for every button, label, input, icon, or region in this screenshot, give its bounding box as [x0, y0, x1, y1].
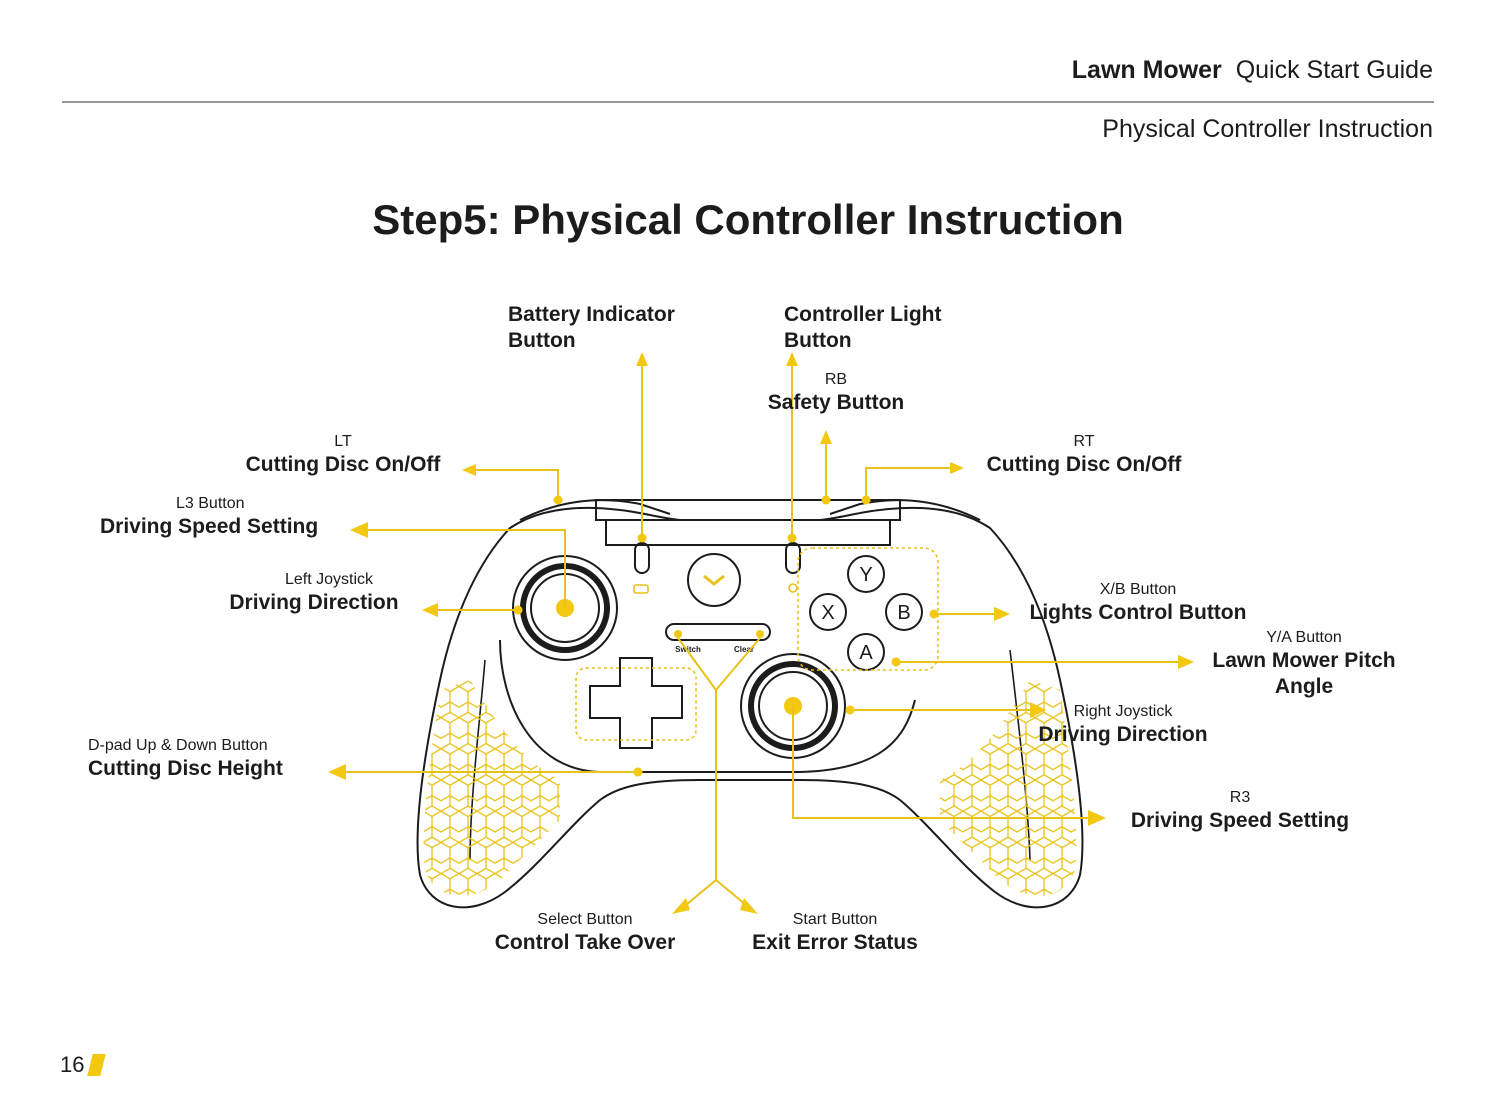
callout-light-label: Controller Light [784, 303, 942, 326]
face-button-a: A [859, 642, 873, 664]
face-button-x: X [821, 602, 834, 624]
callout-arrowheads [328, 352, 1194, 914]
callout-ya-key: Y/A Button [1266, 629, 1342, 646]
callout-l3-key: L3 Button [176, 495, 245, 512]
home-button [687, 553, 741, 607]
face-buttons [797, 547, 939, 671]
callout-lt-label: Cutting Disc On/Off [245, 453, 441, 476]
light-icon [788, 583, 798, 593]
header-section: Physical Controller Instruction [1102, 115, 1433, 143]
callout-light-label2: Button [784, 329, 852, 353]
callout-battery: Battery Indicator Button [508, 302, 675, 355]
callout-rt-label: Cutting Disc On/Off [986, 453, 1182, 476]
callout-battery-label2: Button [508, 329, 576, 353]
battery-icon [633, 584, 649, 594]
dpad [575, 657, 697, 749]
header-guide: Quick Start Guide [1235, 56, 1433, 84]
callout-lines [344, 360, 1180, 911]
callout-l3: L3 Button Driving Speed Setting [100, 494, 318, 540]
callout-battery-label: Battery Indicator [508, 303, 675, 326]
callout-left-joystick: Left Joystick Driving Direction [214, 570, 414, 616]
callout-dpad-label: Cutting Disc Height [88, 757, 283, 780]
header-title: Lawn Mower Quick Start Guide [1072, 56, 1433, 85]
page-title: Step5: Physical Controller Instruction [372, 196, 1124, 243]
callout-left-joystick-key: Left Joystick [284, 571, 374, 588]
callout-dots [513, 495, 939, 777]
callout-ya: Y/A Button Lawn Mower Pitch Angle [1198, 628, 1410, 701]
callout-xb-label: Lights Control Button [1029, 601, 1247, 624]
callout-right-joystick: Right Joystick Driving Direction [1030, 702, 1216, 748]
callout-rb-label: Safety Button [767, 391, 905, 414]
callout-select: Select Button Control Take Over [482, 910, 688, 956]
callout-light: Controller Light Button [784, 302, 941, 355]
callout-rt-key: RT [1073, 433, 1095, 450]
clear-label: Clear [734, 645, 754, 654]
controller-light-button [785, 542, 801, 574]
callout-r3-label: Driving Speed Setting [1130, 809, 1350, 832]
callout-dpad: D-pad Up & Down Button Cutting Disc Heig… [88, 736, 283, 782]
callout-r3: R3 Driving Speed Setting [1118, 788, 1362, 834]
header-brand: Lawn Mower [1071, 56, 1222, 84]
page-number: 16 [60, 1052, 85, 1077]
callout-r3-key: R3 [1229, 789, 1251, 806]
callout-ya-label: Lawn Mower Pitch [1212, 649, 1396, 672]
callout-lt: LT Cutting Disc On/Off [228, 432, 458, 478]
battery-indicator-button [634, 542, 650, 574]
callout-ya-label2: Angle [1274, 675, 1334, 699]
callout-start: Start Button Exit Error Status [744, 910, 926, 956]
callout-rt: RT Cutting Disc On/Off [970, 432, 1198, 478]
callout-right-joystick-key: Right Joystick [1073, 703, 1173, 720]
callout-right-joystick-label: Driving Direction [1038, 723, 1208, 746]
callout-l3-label: Driving Speed Setting [100, 515, 319, 538]
callout-xb-key: X/B Button [1099, 581, 1177, 598]
callout-select-key: Select Button [537, 911, 633, 928]
select-start-bar [665, 623, 771, 641]
callout-rb: RB Safety Button [736, 370, 936, 416]
callout-start-label: Exit Error Status [752, 931, 918, 954]
callout-dpad-key: D-pad Up & Down Button [88, 737, 268, 754]
callout-start-key: Start Button [792, 911, 878, 928]
callout-select-label: Control Take Over [494, 931, 676, 954]
callout-rb-key: RB [824, 371, 848, 388]
callout-xb: X/B Button Lights Control Button [1018, 580, 1258, 626]
right-grip-texture [940, 680, 1077, 897]
left-grip-texture [423, 680, 560, 897]
header-divider [62, 101, 1434, 103]
face-button-y: Y [859, 564, 872, 586]
callout-left-joystick-label: Driving Direction [229, 591, 399, 614]
switch-label: Switch [675, 645, 701, 654]
face-button-b: B [897, 602, 910, 624]
callout-lt-key: LT [334, 433, 352, 450]
